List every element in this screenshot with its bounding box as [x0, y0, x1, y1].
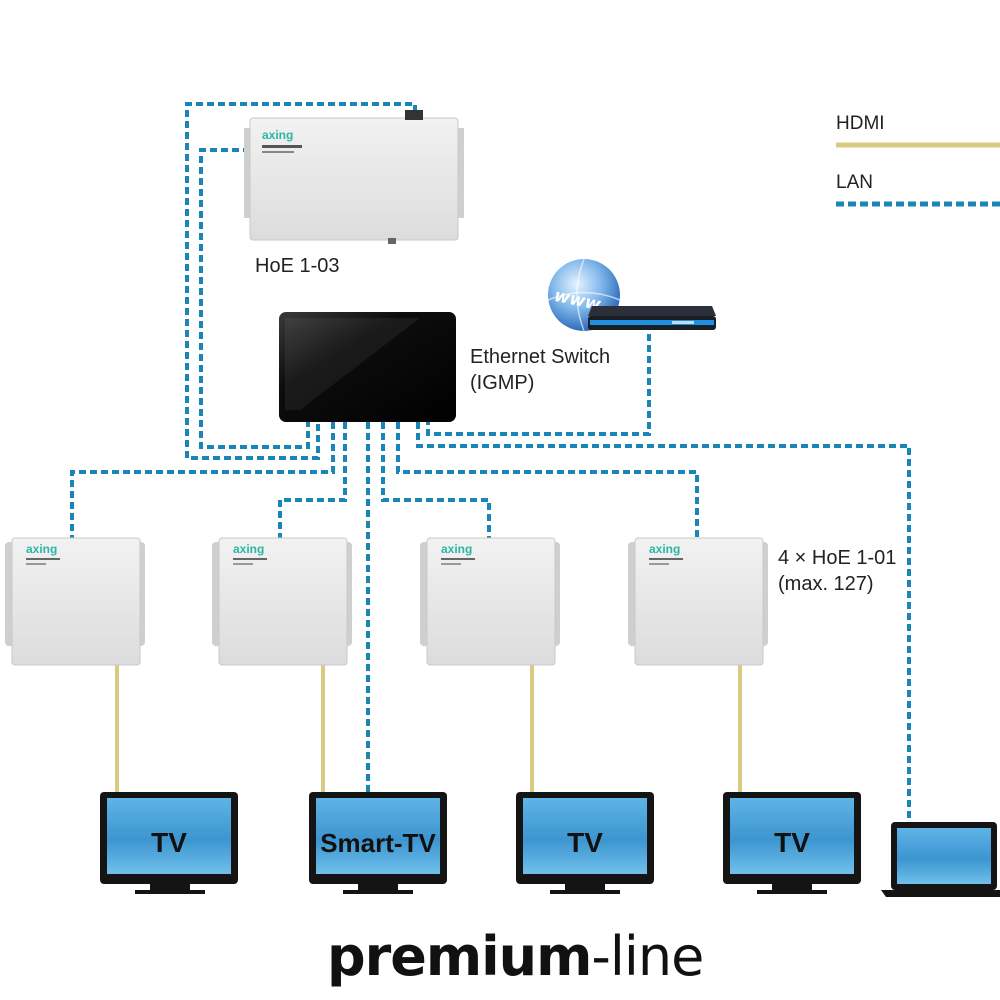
lan-cable-receiver-2 [278, 422, 347, 540]
lan-cable-encoder-inner [199, 148, 310, 449]
receivers-label-line1: 4 × HoE 1-01 [778, 547, 897, 569]
switch-label-line2: (IGMP) [470, 372, 535, 394]
brand-bold: premium [327, 925, 592, 988]
tv-label: TV [151, 827, 187, 858]
receiver-3: axing [420, 537, 560, 666]
legend-hdmi-label: HDMI [836, 113, 885, 134]
router-device: www [547, 258, 716, 332]
lan-cables [70, 102, 911, 822]
legend-lan-label: LAN [836, 172, 873, 193]
tv-label: Smart-TV [320, 828, 436, 858]
encoder-label: HoE 1-03 [255, 255, 340, 277]
laptop-icon [881, 822, 1000, 897]
tv-3: TV [516, 792, 654, 894]
brand-logo: premium-line [327, 925, 704, 988]
receiver-logo: axing [26, 542, 57, 556]
receiver-group: axing axing axing axing [5, 537, 768, 666]
receiver-logo: axing [233, 542, 264, 556]
brand-light: -line [591, 925, 704, 988]
smart-tv: Smart-TV [309, 792, 447, 894]
display-group: TV Smart-TV TV TV [100, 792, 1000, 897]
lan-cable-receiver-3 [381, 422, 491, 540]
encoder-device: axing [244, 110, 464, 244]
tv-1: TV [100, 792, 238, 894]
receiver-logo: axing [441, 542, 472, 556]
switch-label-line1: Ethernet Switch [470, 346, 611, 368]
receiver-4: axing [628, 537, 768, 666]
tv-4: TV [723, 792, 861, 894]
receiver-logo: axing [649, 542, 680, 556]
hdmi-cables [115, 665, 742, 792]
receivers-label-line2: (max. 127) [778, 573, 874, 595]
lan-cable-receiver-4 [396, 422, 699, 540]
lan-cable-laptop [416, 422, 911, 822]
receiver-2: axing [212, 537, 352, 666]
ethernet-switch [279, 312, 456, 422]
lan-cable-router [426, 334, 651, 436]
encoder-logo: axing [262, 128, 293, 142]
receiver-1: axing [5, 537, 145, 666]
lan-cable-receiver-1 [70, 422, 335, 540]
tv-label: TV [567, 827, 603, 858]
lan-cable-encoder-outer [185, 102, 417, 460]
tv-label: TV [774, 827, 810, 858]
